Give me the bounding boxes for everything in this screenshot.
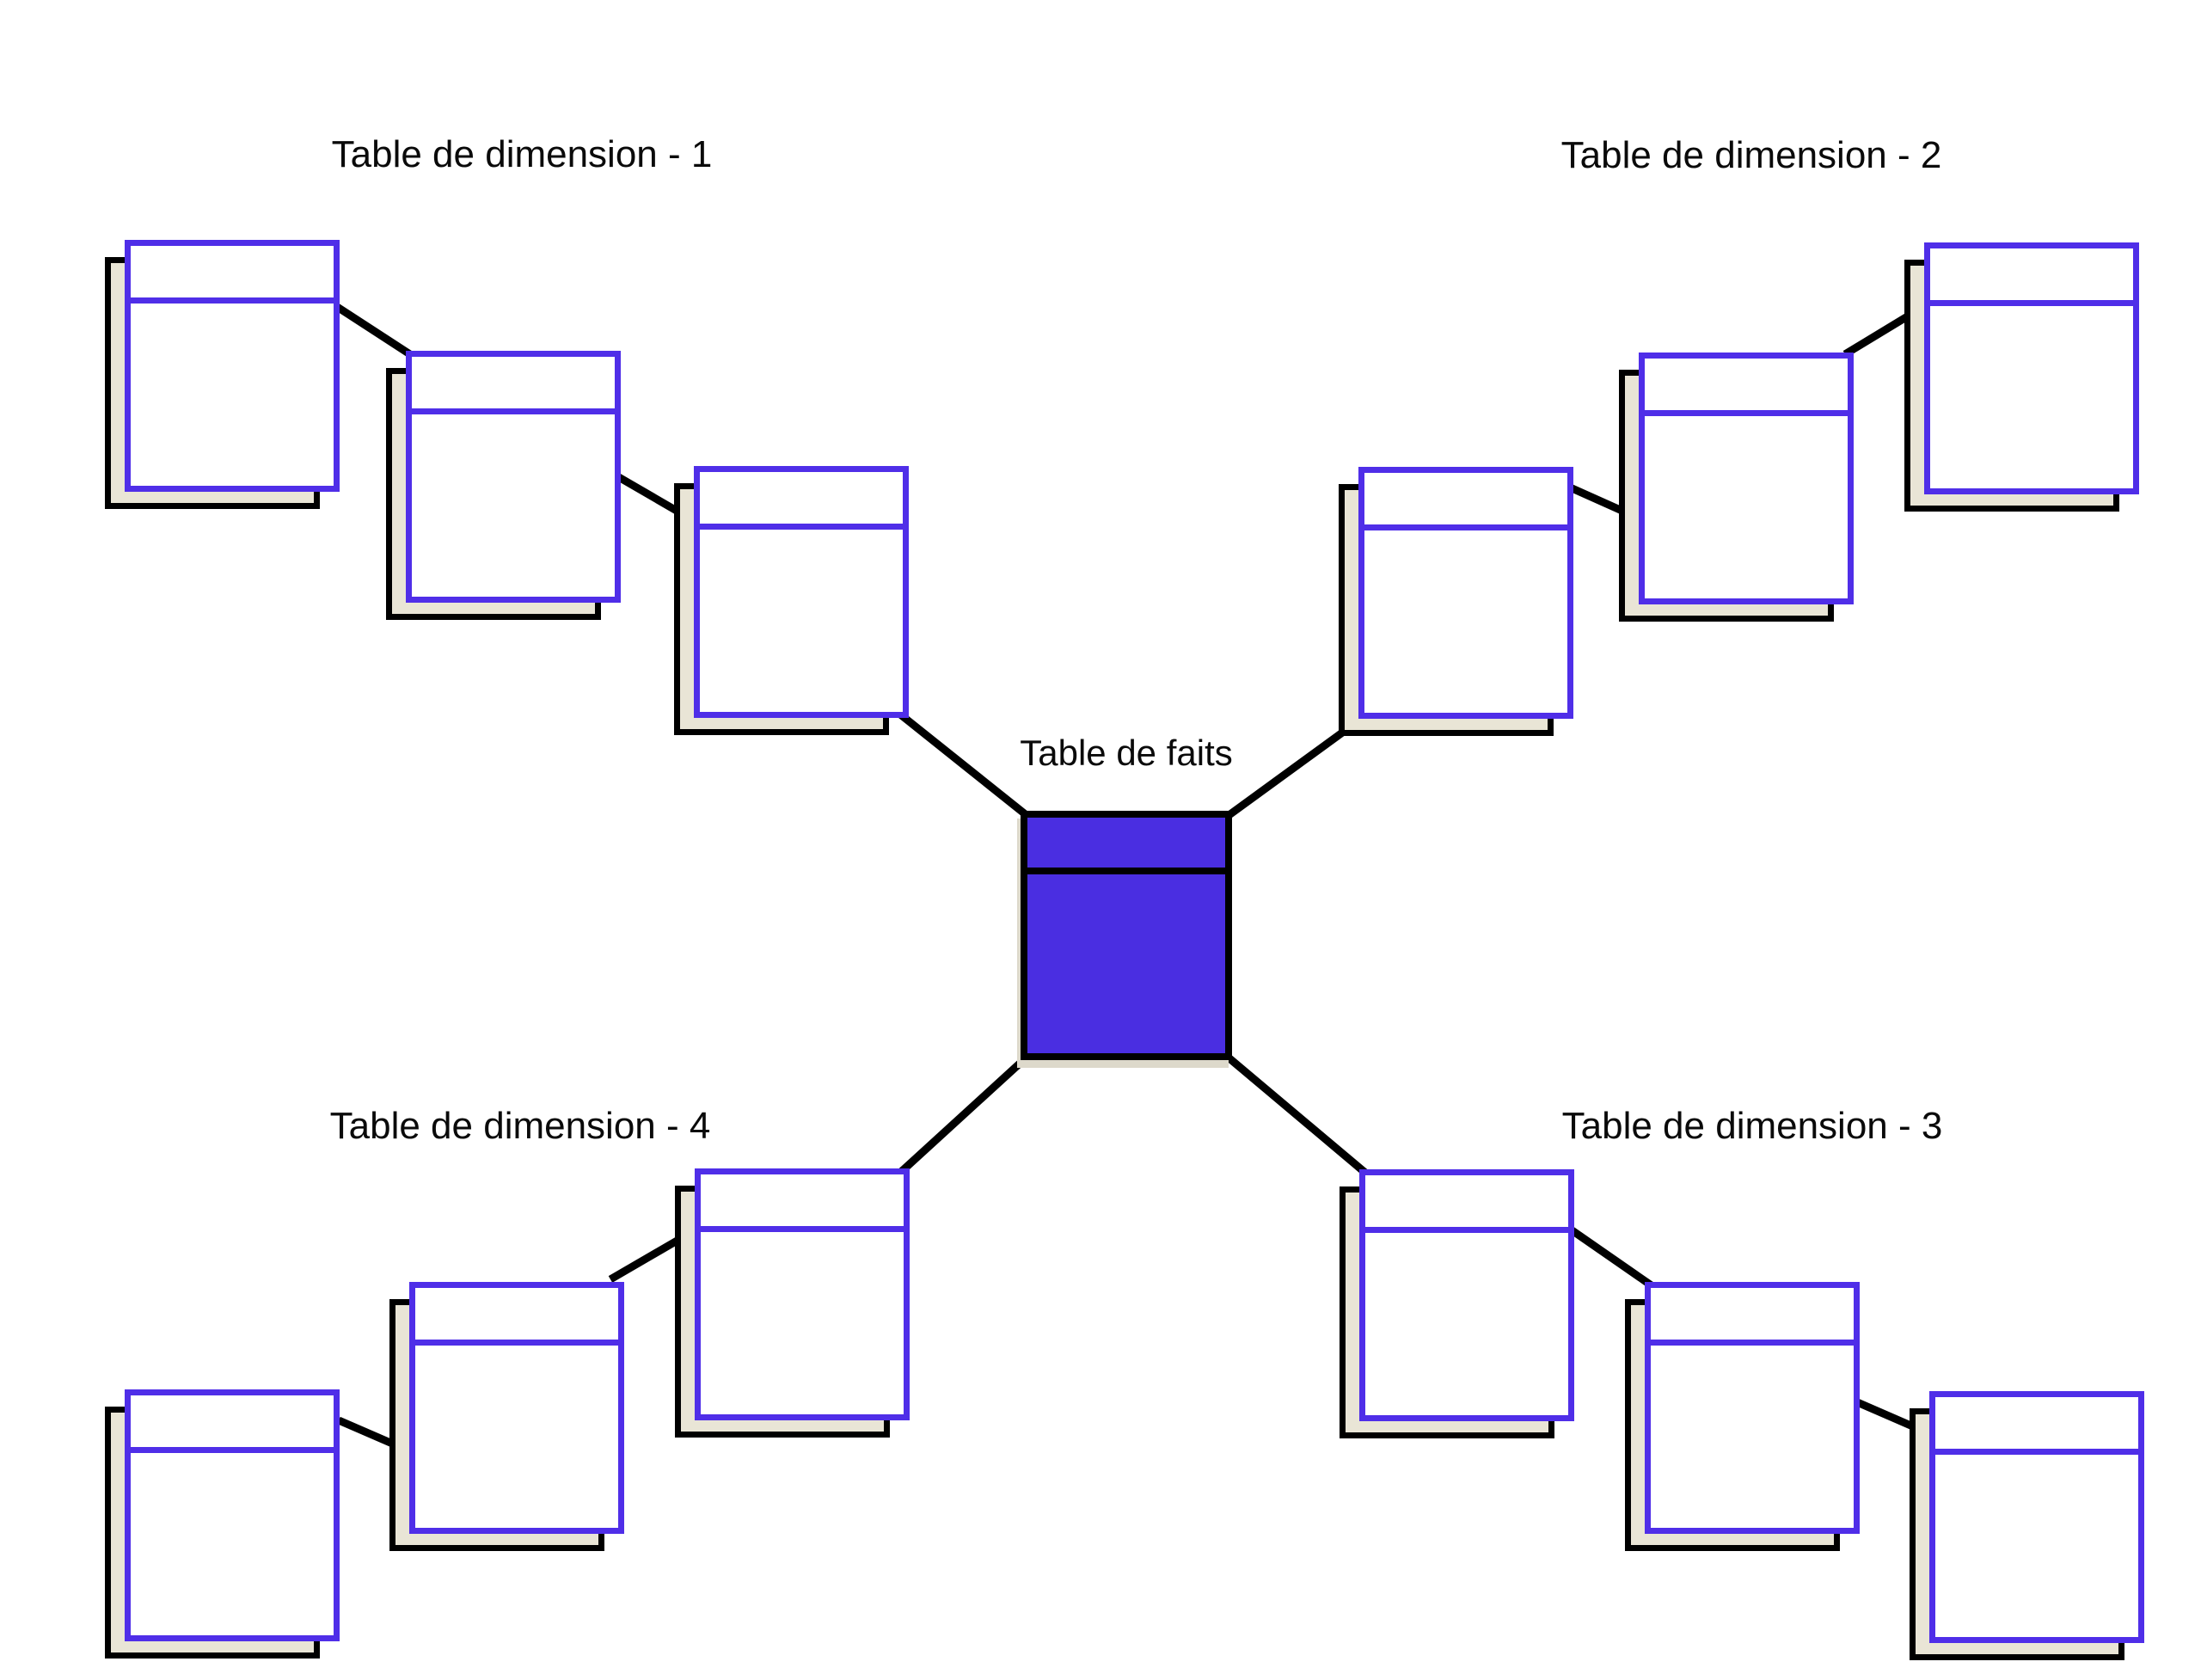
dimension-table-3 [1359, 1169, 1574, 1421]
branch-2-title: Table de dimension - 2 [1560, 134, 1942, 176]
branch-1-title: Table de dimension - 1 [331, 133, 713, 175]
branch-3-title: Table de dimension - 3 [1561, 1105, 1943, 1147]
dimension-table-4 [695, 1168, 910, 1420]
dimension-table-header-row [131, 246, 334, 304]
dimension-table-4 [125, 1389, 340, 1641]
dimension-table-2 [1924, 242, 2139, 494]
connector-line [897, 710, 1034, 823]
branch-4-title: Table de dimension - 4 [329, 1105, 711, 1147]
connector-line [898, 1051, 1033, 1175]
connector-line [1566, 1224, 1655, 1290]
dimension-table-2 [1358, 467, 1573, 719]
dimension-table-header-row [1645, 359, 1848, 416]
dimension-table-header-row [131, 1395, 334, 1453]
dimension-table-header-row [1930, 248, 2133, 306]
dimension-table-header-row [1935, 1397, 2138, 1455]
connector-line [1222, 1051, 1368, 1176]
dimension-table-3 [1929, 1391, 2144, 1643]
fact-table-title: Table de faits [1020, 733, 1233, 773]
dimension-table-1 [125, 240, 340, 492]
connector-line [327, 298, 420, 363]
dimension-table-header-row [1651, 1288, 1854, 1346]
dimension-table-1 [694, 466, 909, 718]
dimension-table-header-row [700, 472, 903, 530]
dimension-table-header-row [415, 1288, 618, 1346]
dimension-table-header-row [412, 357, 615, 414]
dimension-table-header-row [1365, 1175, 1568, 1233]
dimension-table-2 [1639, 353, 1854, 604]
dimension-table-header-row [701, 1174, 904, 1232]
dimension-table-4 [409, 1282, 624, 1534]
fact-table [1021, 811, 1232, 1060]
dimension-table-1 [406, 351, 621, 603]
dimension-table-3 [1645, 1282, 1860, 1534]
fact-table-header-row [1027, 818, 1225, 874]
dimension-table-header-row [1364, 473, 1567, 530]
